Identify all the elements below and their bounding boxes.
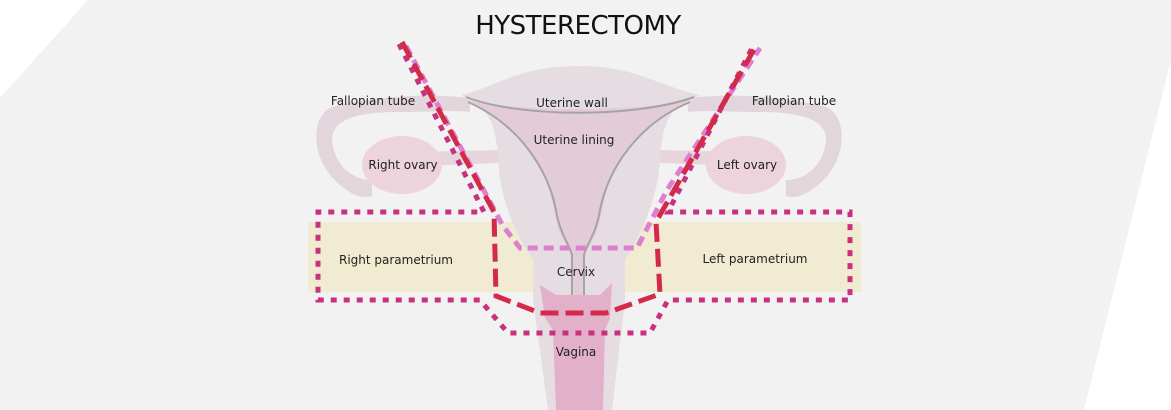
label-fallopian-tube-right: Fallopian tube bbox=[331, 94, 415, 108]
left-ovary bbox=[706, 136, 786, 194]
uterine-lining bbox=[468, 100, 690, 305]
label-cervix: Cervix bbox=[557, 265, 595, 279]
left-parametrium-region bbox=[655, 222, 861, 292]
label-fallopian-tube-left: Fallopian tube bbox=[752, 94, 836, 108]
label-uterine-wall: Uterine wall bbox=[536, 96, 608, 110]
label-left-ovary: Left ovary bbox=[717, 158, 777, 172]
label-vagina: Vagina bbox=[556, 345, 597, 359]
right-parametrium-region bbox=[308, 222, 508, 292]
uterine-wall-line bbox=[465, 96, 695, 114]
radical-hysterectomy-cut-line bbox=[315, 42, 853, 336]
right-fallopian-tube bbox=[316, 95, 470, 198]
diagram-title: HYSTERECTOMY bbox=[475, 11, 681, 41]
label-right-parametrium: Right parametrium bbox=[339, 253, 453, 267]
uterine-lining-outline-left bbox=[583, 101, 691, 305]
label-left-parametrium: Left parametrium bbox=[703, 252, 808, 266]
label-uterine-lining: Uterine lining bbox=[534, 133, 615, 147]
total-hysterectomy-cut-line bbox=[399, 40, 759, 316]
right-ovary bbox=[362, 136, 442, 194]
label-right-ovary: Right ovary bbox=[368, 158, 437, 172]
subtotal-hysterectomy-cut-line bbox=[403, 44, 763, 251]
left-fallopian-tube bbox=[688, 95, 842, 198]
